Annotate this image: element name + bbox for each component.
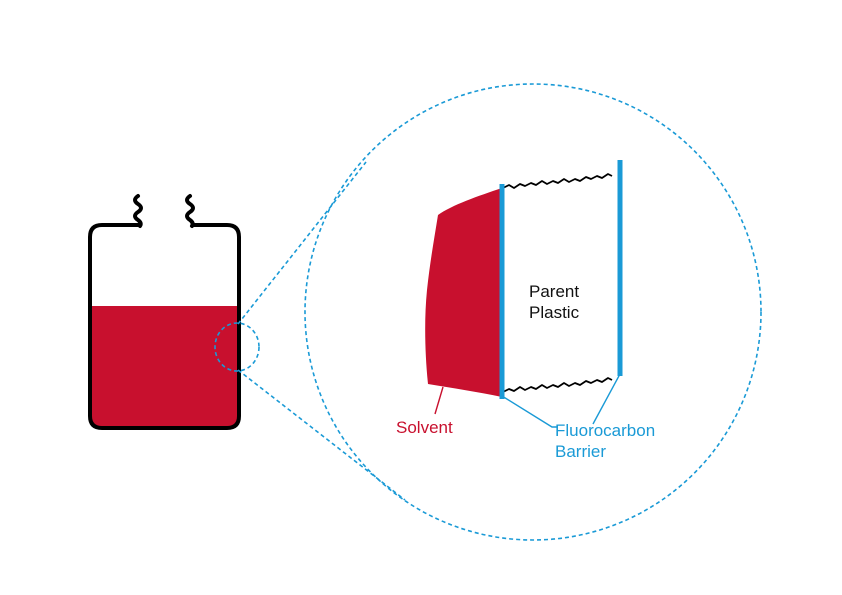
barrier-leader-line-2: [592, 373, 621, 425]
parent-plastic-label-line2: Plastic: [529, 303, 580, 322]
bottle-neck-left: [133, 194, 143, 228]
zoom-detail-circle: [304, 83, 762, 541]
zoom-connector-top: [237, 161, 367, 325]
parent-plastic-label: Parent Plastic: [529, 281, 579, 323]
solvent-label-text: Solvent: [396, 418, 453, 437]
barrier-leader-line: [501, 395, 557, 428]
solvent-blob: [425, 188, 502, 397]
plastic-bottom-edge: [502, 377, 613, 393]
bottle-outline: [88, 223, 241, 430]
plastic-top-edge: [502, 173, 613, 189]
bottle-solvent-fill: [91, 306, 239, 428]
zoom-connector-bottom: [237, 369, 406, 501]
barrier-label: Fluorocarbon Barrier: [555, 420, 655, 462]
parent-plastic-label-line1: Parent: [529, 282, 580, 301]
barrier-label-line1: Fluorocarbon: [555, 421, 656, 440]
bottle-neck-right: [185, 194, 195, 228]
solvent-leader-line: [434, 386, 444, 415]
solvent-label: Solvent: [396, 417, 453, 438]
bottle-icon: [88, 194, 241, 430]
barrier-label-line2: Barrier: [555, 442, 607, 461]
zoom-source-circle: [214, 322, 260, 372]
